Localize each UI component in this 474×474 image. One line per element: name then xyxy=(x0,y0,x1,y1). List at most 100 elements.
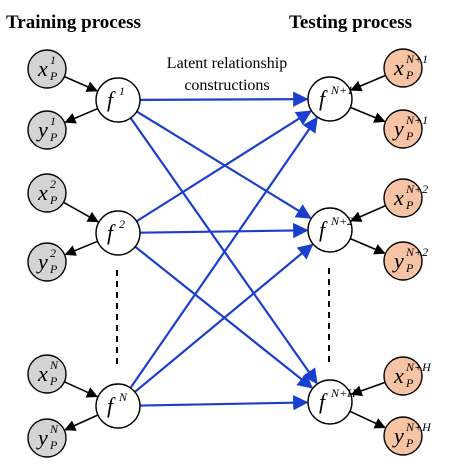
training-input-node-2-superscript: 2 xyxy=(50,177,56,191)
testing-process-heading: Testing process xyxy=(289,12,412,33)
training-input-link-3 xyxy=(63,381,99,398)
training-input-link-2 xyxy=(63,201,99,223)
training-input-node-1-symbol: x xyxy=(37,56,48,81)
testing-output-node-2-symbol: y xyxy=(392,248,404,273)
training-input-node-3-superscript: N xyxy=(49,358,59,372)
training-input-node-1-subscript: P xyxy=(49,69,58,83)
training-model-node-2-superscript: 2 xyxy=(119,217,125,231)
training-model-node-3-circle xyxy=(95,383,141,429)
training-output-node-1-superscript: 1 xyxy=(50,114,56,128)
training-model-node-1-symbol: f xyxy=(107,87,116,112)
training-input-node-2-subscript: P xyxy=(49,193,58,207)
testing-input-link-3 xyxy=(350,381,386,397)
relationship-edge-2-1 xyxy=(136,110,312,223)
testing-output-node-1-subscript: P xyxy=(405,129,414,143)
testing-input-node-1-subscript: P xyxy=(405,68,414,82)
training-output-node-2-superscript: 2 xyxy=(50,246,56,260)
training-output-link-1 xyxy=(64,107,99,124)
training-input-node-1-superscript: 1 xyxy=(50,53,56,67)
testing-output-link-3 xyxy=(349,410,386,429)
testing-output-node-2-superscript: N+2 xyxy=(405,245,428,259)
training-output-node-1-circle xyxy=(27,110,67,150)
training-output-node-3-symbol: y xyxy=(36,425,48,450)
testing-model-node-2-circle xyxy=(307,207,353,253)
testing-input-node-3-subscript: P xyxy=(405,376,414,390)
relationship-edge-1-1 xyxy=(139,91,309,107)
testing-input-link-2 xyxy=(350,204,386,222)
testing-output-node-3-symbol: y xyxy=(392,423,404,448)
testing-output-node-3-superscript: N+H xyxy=(405,420,432,434)
testing-output-node-2-circle xyxy=(383,241,423,281)
training-output-node-3-superscript: N xyxy=(49,422,59,436)
training-output-link-3 xyxy=(64,414,99,431)
testing-input-link-1 xyxy=(350,74,386,92)
training-input-node-1-circle xyxy=(27,49,67,89)
training-output-node-1-symbol: y xyxy=(36,117,48,142)
training-input-node-3-subscript: P xyxy=(49,374,58,388)
training-process-heading: Training process xyxy=(6,12,141,33)
relationship-edges xyxy=(129,91,318,411)
training-output-node-1-subscript: P xyxy=(49,130,58,144)
training-model-node-1-superscript: 1 xyxy=(119,84,125,98)
testing-input-node-1-superscript: N+1 xyxy=(405,52,428,66)
relation-label-line2: constructions xyxy=(184,77,269,94)
testing-input-node-2-symbol: x xyxy=(393,185,404,210)
testing-input-node-3-symbol: x xyxy=(393,363,404,388)
testing-model-node-1-circle xyxy=(307,76,353,122)
testing-input-node-3-superscript: N+H xyxy=(405,360,432,374)
training-input-node-2-circle xyxy=(27,173,67,213)
testing-model-node-3-superscript: N+H xyxy=(330,386,357,400)
testing-input-node-1-symbol: x xyxy=(393,55,404,80)
training-model-node-3-superscript: N xyxy=(118,390,128,404)
relationship-edge-3-1 xyxy=(129,116,318,389)
testing-model-node-2-symbol: f xyxy=(319,217,328,242)
relation-label-line1: Latent relationship xyxy=(167,55,287,72)
training-output-node-2-circle xyxy=(27,242,67,282)
training-output-node-3-circle xyxy=(27,418,67,458)
training-model-node-2-symbol: f xyxy=(107,220,116,245)
testing-output-node-3-subscript: P xyxy=(405,436,414,450)
training-input-node-3-symbol: x xyxy=(37,361,48,386)
testing-input-node-1-circle xyxy=(383,48,423,88)
testing-output-link-2 xyxy=(349,237,386,255)
testing-model-node-1-symbol: f xyxy=(319,86,328,111)
testing-model-node-3-circle xyxy=(307,379,353,425)
testing-input-node-2-circle xyxy=(383,178,423,218)
training-output-node-2-symbol: y xyxy=(36,249,48,274)
relationship-edge-3-3 xyxy=(139,394,309,411)
training-model-node-3-symbol: f xyxy=(107,393,116,418)
training-input-link-1 xyxy=(64,75,98,92)
training-output-node-3-subscript: P xyxy=(49,438,58,452)
relationship-edge-2-2 xyxy=(139,222,309,239)
testing-input-node-2-superscript: N+2 xyxy=(405,182,428,196)
testing-output-node-1-symbol: y xyxy=(392,116,404,141)
training-input-node-3-circle xyxy=(27,354,67,394)
training-model-node-2-circle xyxy=(95,210,141,256)
testing-output-node-3-circle xyxy=(383,416,423,456)
relationship-edge-1-3 xyxy=(129,117,318,385)
relationship-edge-1-2 xyxy=(136,110,312,219)
training-output-node-2-subscript: P xyxy=(49,262,58,276)
testing-output-node-1-circle xyxy=(383,109,423,149)
data-links xyxy=(63,74,386,431)
testing-model-node-3-symbol: f xyxy=(319,389,328,414)
testing-output-node-1-superscript: N+1 xyxy=(405,113,428,127)
